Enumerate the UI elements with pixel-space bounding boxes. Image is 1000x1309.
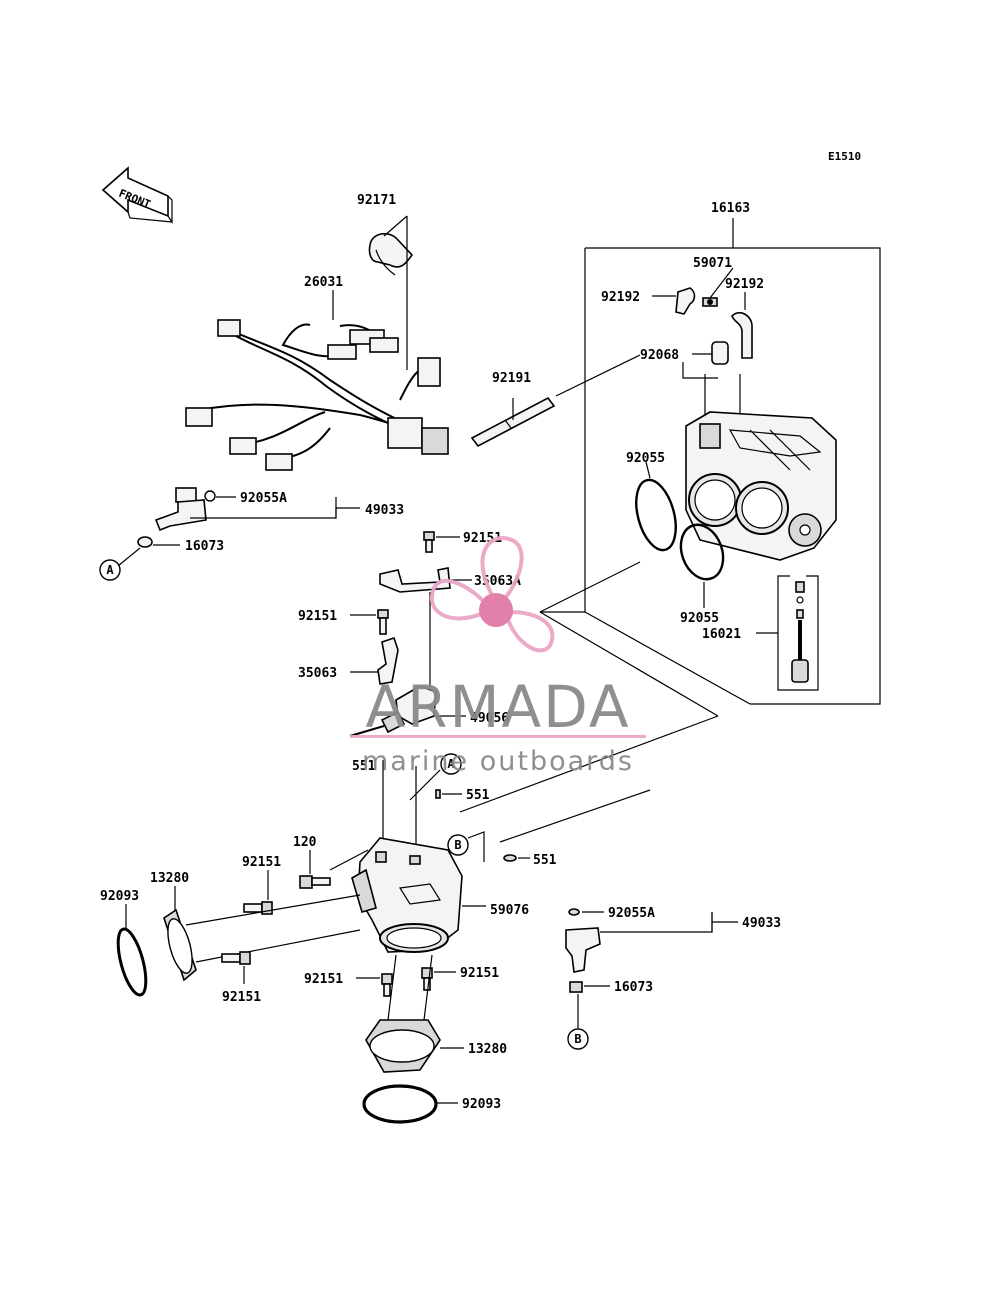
label-16073-bottom: 16073 bbox=[614, 980, 653, 995]
idle-screw-16021 bbox=[777, 575, 819, 691]
ref-a-mid: A bbox=[447, 757, 455, 771]
label-59076: 59076 bbox=[490, 903, 529, 918]
fuel-injector-bottom bbox=[565, 908, 601, 993]
propeller-icon bbox=[430, 536, 555, 653]
label-49033-bottom: 49033 bbox=[742, 916, 781, 931]
front-arrow-icon: FRONT bbox=[101, 166, 173, 224]
watermark-underline bbox=[350, 735, 646, 738]
label-551-c: 551 bbox=[533, 853, 557, 868]
bolt-92151-b bbox=[377, 609, 389, 635]
throttle-body-59076 bbox=[351, 837, 463, 953]
label-92192-right: 92192 bbox=[725, 277, 764, 292]
watermark-name: ARMADA bbox=[365, 673, 630, 741]
bolt-92151-d bbox=[221, 951, 251, 965]
bolt-92151-f bbox=[421, 967, 433, 991]
armada-watermark-logo: ARMADA marine outboards bbox=[350, 536, 646, 777]
fuel-injector-top bbox=[137, 487, 216, 548]
label-35063: 35063 bbox=[298, 666, 337, 681]
label-92191: 92191 bbox=[492, 371, 531, 386]
bracket-35063a bbox=[379, 567, 451, 593]
watermark-tagline: marine outboards bbox=[362, 746, 634, 777]
label-92151-d: 92151 bbox=[222, 990, 261, 1005]
label-49033-top: 49033 bbox=[365, 503, 404, 518]
throttle-body bbox=[685, 411, 837, 561]
wiring-harness bbox=[185, 319, 449, 471]
label-92151-f: 92151 bbox=[460, 966, 499, 981]
ref-a-top: A bbox=[106, 563, 114, 577]
label-120: 120 bbox=[293, 835, 317, 850]
diagram-ref: E1510 bbox=[828, 150, 861, 163]
label-92068: 92068 bbox=[640, 348, 679, 363]
label-16163: 16163 bbox=[711, 201, 750, 216]
label-92171: 92171 bbox=[357, 193, 396, 208]
label-551-a: 551 bbox=[352, 759, 376, 774]
label-92055a-top: 92055A bbox=[240, 491, 287, 506]
label-92055-lower: 92055 bbox=[680, 611, 719, 626]
label-92192-left: 92192 bbox=[601, 290, 640, 305]
label-92151-b: 92151 bbox=[298, 609, 337, 624]
sensor-49056 bbox=[349, 685, 437, 737]
label-92055-upper: 92055 bbox=[626, 451, 665, 466]
label-92055a-bottom: 92055A bbox=[608, 906, 655, 921]
ref-b-mid: B bbox=[454, 838, 461, 852]
label-92093-bottom: 92093 bbox=[462, 1097, 501, 1112]
label-92093-left: 92093 bbox=[100, 889, 139, 904]
ref-b-bottom: B bbox=[574, 1032, 581, 1046]
label-16073-top: 16073 bbox=[185, 539, 224, 554]
label-92151-c: 92151 bbox=[242, 855, 281, 870]
bracket-35063 bbox=[377, 636, 399, 685]
label-92151-e: 92151 bbox=[304, 972, 343, 987]
bolt-92151-c bbox=[243, 901, 273, 915]
label-13280-left: 13280 bbox=[150, 871, 189, 886]
ring-92093-bottom bbox=[362, 1084, 438, 1124]
bolt-120 bbox=[299, 875, 331, 889]
label-13280-bottom: 13280 bbox=[468, 1042, 507, 1057]
label-16021: 16021 bbox=[702, 627, 741, 642]
clamp-92171 bbox=[368, 232, 414, 276]
bolt-92151-a bbox=[423, 531, 435, 553]
label-59071: 59071 bbox=[693, 256, 732, 271]
label-551-b: 551 bbox=[466, 788, 490, 803]
bolt-92151-e bbox=[381, 973, 393, 997]
label-26031: 26031 bbox=[304, 275, 343, 290]
label-49056: 49056 bbox=[470, 711, 509, 726]
